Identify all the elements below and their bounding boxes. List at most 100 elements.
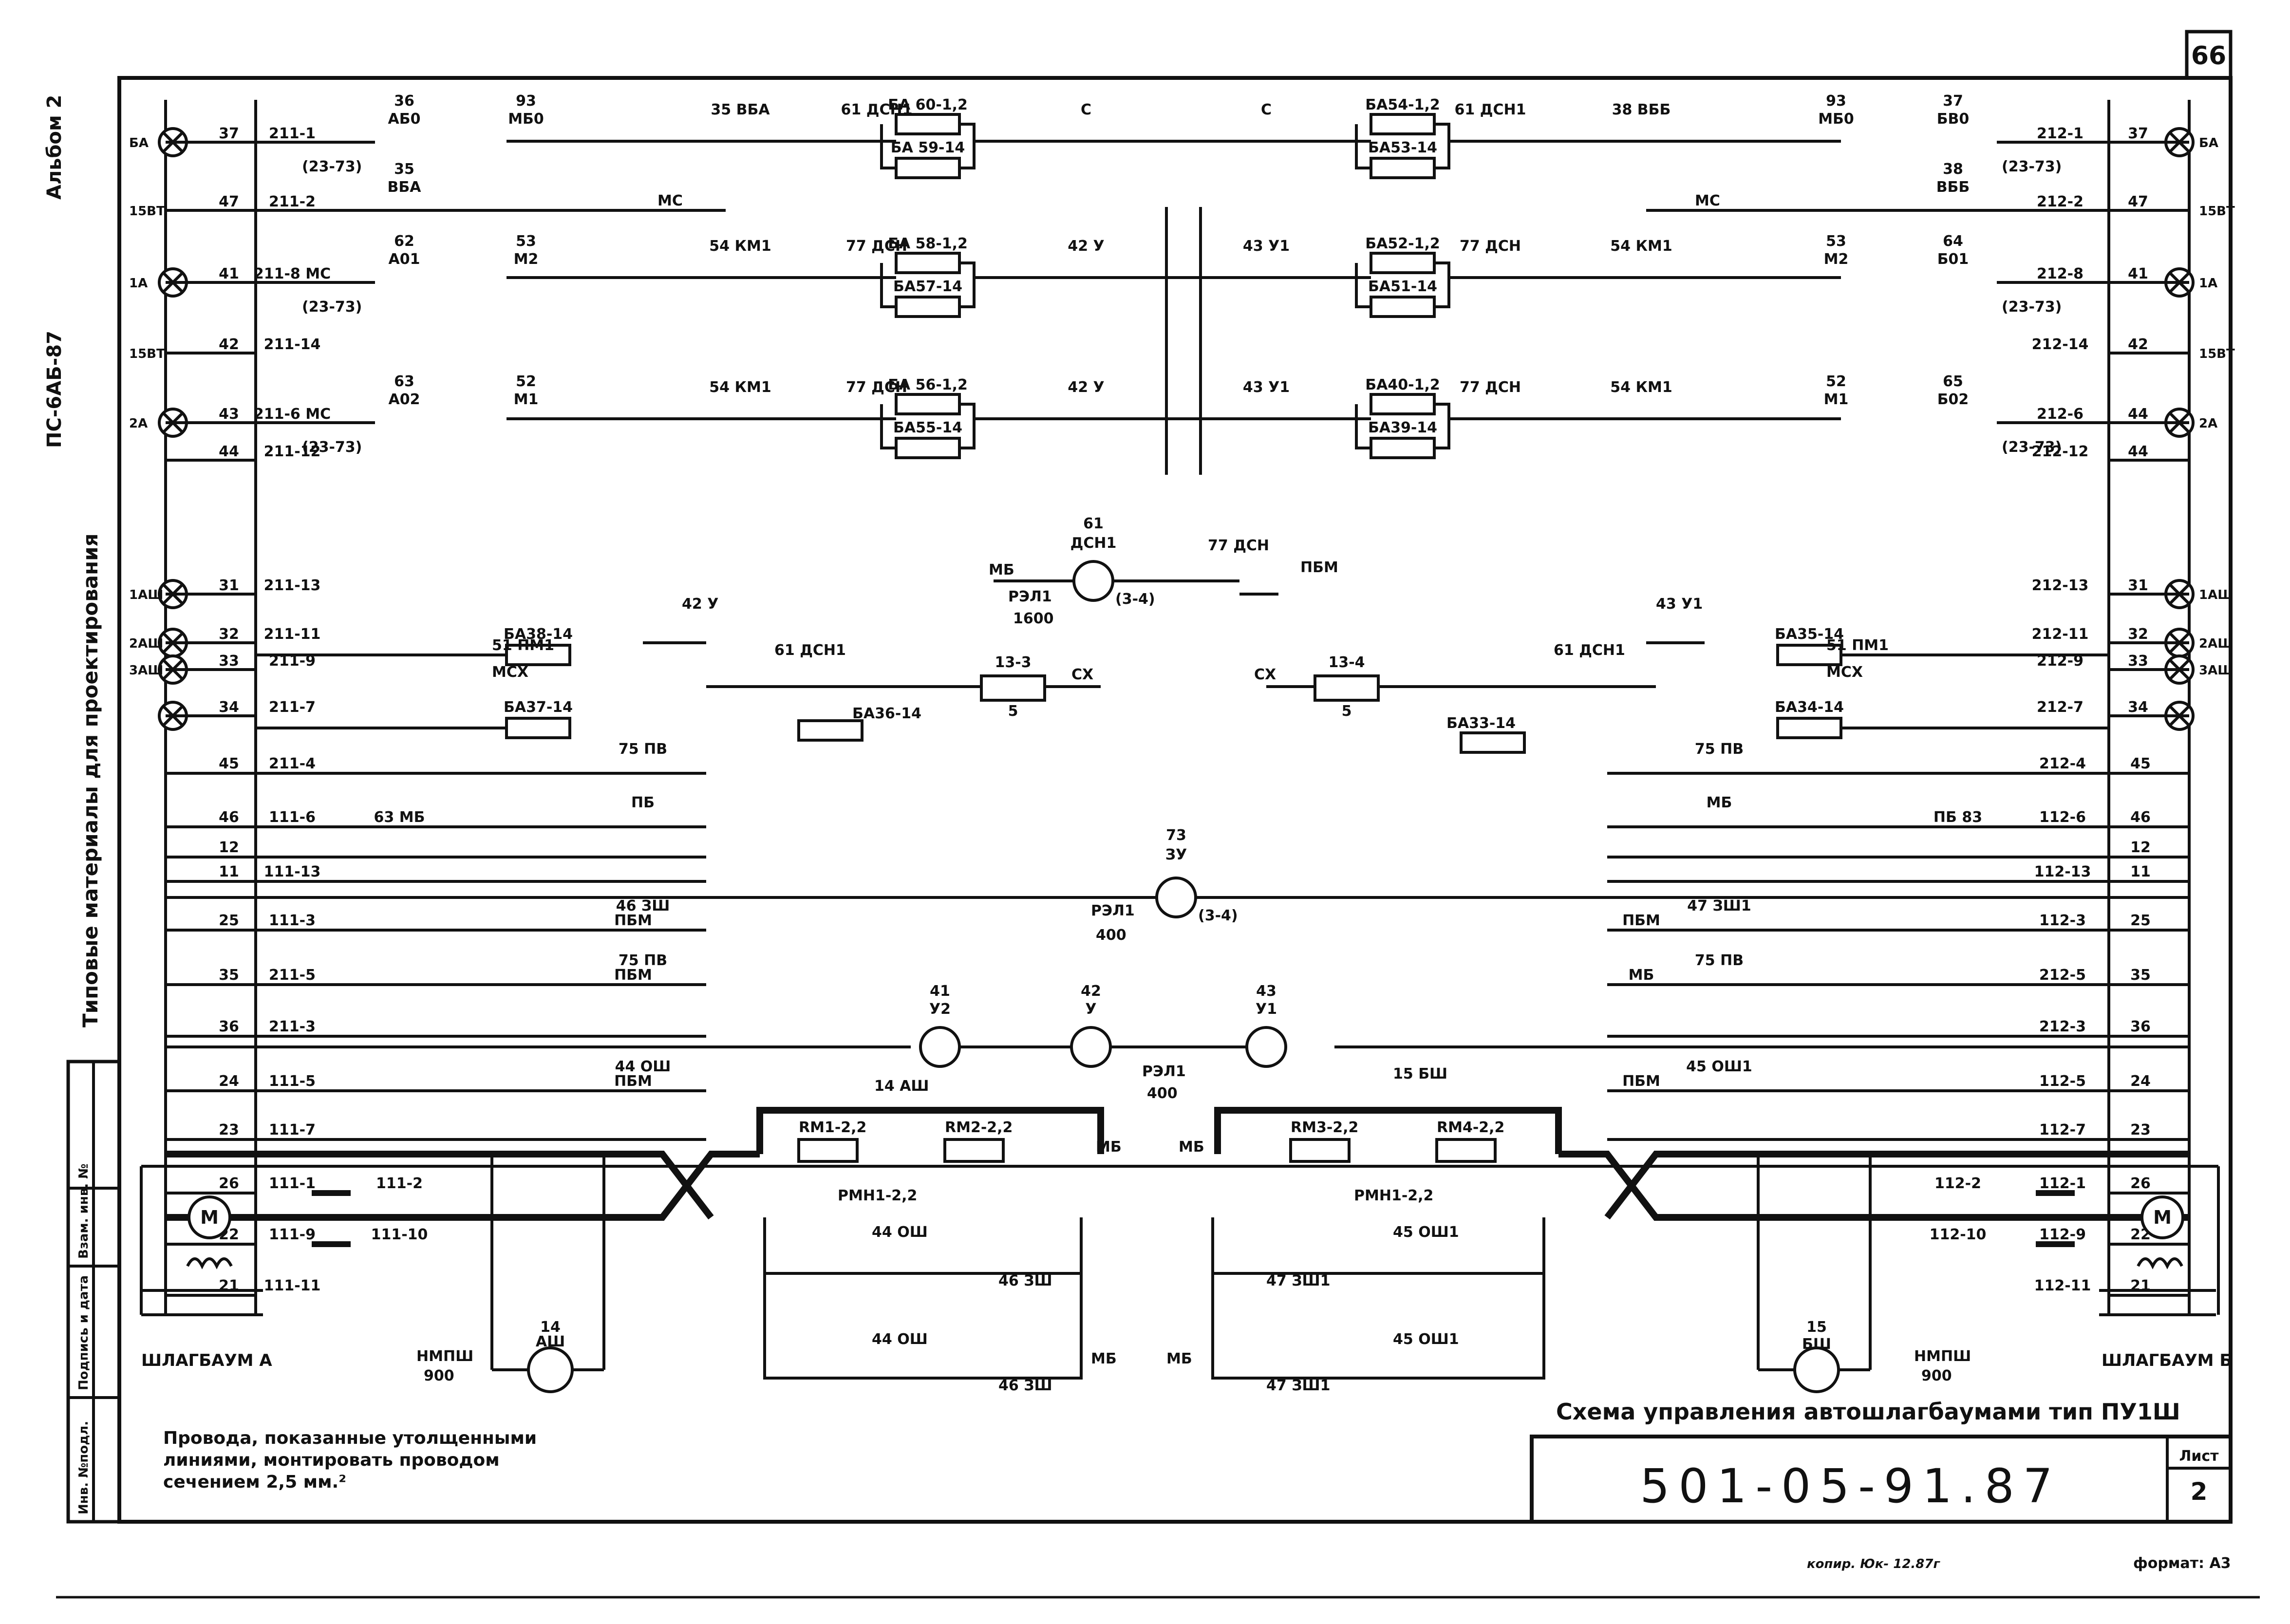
lamp-wire: 211-7	[269, 699, 316, 716]
terminal-wire-label: 111-13	[264, 863, 321, 880]
terminal-extra: ПБ 83	[1933, 809, 1982, 826]
terminal-num: 12	[219, 839, 239, 856]
u42-label: 42 У	[682, 596, 718, 613]
terminal-ref: МБ	[1707, 794, 1732, 811]
title-block	[1530, 1435, 2233, 1524]
bsh-motor-num: 15	[1806, 1319, 1827, 1336]
lamp-wire: 212-1	[2037, 125, 2084, 142]
relay-ba56-label-top: БА 56-1,2	[888, 376, 968, 393]
rm3-label: RM3-2,2	[1291, 1119, 1358, 1136]
rm1-resistor	[797, 1138, 859, 1163]
terminal-bus: ПБМ	[1622, 912, 1660, 929]
ow-left-1: 44 ОШ	[872, 1224, 928, 1241]
ow-right-2: 45 ОШ1	[1393, 1331, 1459, 1348]
u-relay-coil	[919, 1026, 961, 1068]
lamp-terminal: 41	[2128, 265, 2148, 282]
u-relay-coil	[1245, 1026, 1287, 1068]
lamp-side-term: 93	[516, 93, 536, 110]
contact-label: С	[1081, 101, 1091, 118]
lamp-contact: МСХ	[492, 664, 528, 681]
nmpsh-right: НМПШ	[1914, 1348, 1971, 1365]
ow-right-1: 45 ОШ1	[1393, 1224, 1459, 1241]
lamp-bus: МС	[657, 192, 683, 209]
lamp-device-num: 64	[1943, 233, 1963, 250]
terminal-bus: ПБМ	[1622, 1073, 1660, 1090]
lamp-wire: 211-9	[269, 653, 316, 670]
transformer-13-4	[1314, 674, 1380, 702]
rmn-left: РМН1-2,2	[838, 1187, 917, 1204]
barrier-a-label: ШЛАГБАУМ А	[141, 1351, 272, 1370]
contact-label: 54 КМ1	[1610, 238, 1672, 255]
lamp-side-ref: М2	[514, 251, 539, 268]
lamp-terminal: 42	[2128, 336, 2148, 353]
relay-ba56-coil	[895, 393, 961, 415]
lamp-terminal: 47	[219, 193, 239, 210]
contact-label: 77 ДСН	[846, 379, 907, 396]
terminal-num: 11	[219, 863, 239, 880]
lamp-terminal: 33	[219, 653, 239, 670]
lamp-name: 15ВТ	[129, 204, 165, 219]
relay-ba58-label-bot: БА57-14	[893, 278, 962, 295]
terminal-wire-label: 112-5	[2039, 1073, 2086, 1090]
relay-label: БА34-14	[1775, 699, 1844, 716]
zsh-left-2: 46 ЗШ	[998, 1377, 1052, 1394]
lamp-contact: 51 ПМ1	[492, 637, 554, 654]
terminal-num: 36	[2130, 1018, 2151, 1035]
u43-label: 43 У1	[1656, 596, 1703, 613]
tr-right-name: 13-4	[1328, 654, 1365, 671]
lamp-wire: 212-7	[2037, 699, 2084, 716]
lamp-range: (23-73)	[302, 299, 362, 316]
lamp-device-ref: А01	[389, 251, 420, 268]
relay-ba58-coil	[895, 252, 961, 274]
terminal-num: 24	[219, 1073, 239, 1090]
lamp-wire: 212-9	[2037, 653, 2084, 670]
tr-left-dsn: 61 ДСН1	[774, 642, 846, 659]
nmpsh-left-val: 900	[424, 1367, 454, 1384]
terminal-wire-label: 112-3	[2039, 912, 2086, 929]
lamp-name: 2АШ	[2199, 636, 2233, 651]
lamp-terminal: 44	[219, 443, 239, 460]
lamp-wire: 211-8 МС	[254, 265, 331, 282]
ow-left-2: 44 ОШ	[872, 1331, 928, 1348]
contact-label: 77 ДСН	[1460, 238, 1521, 255]
ash-motor-num: 14	[540, 1319, 561, 1336]
lamp-terminal: 37	[219, 125, 239, 142]
lamp-wire: 211-11	[264, 626, 321, 643]
terminal-wire-label: 211-5	[269, 967, 316, 984]
lamp-device-ref: А02	[389, 391, 420, 408]
lamp-device-ref: Б01	[1937, 251, 1969, 268]
terminal-ref: ПБ	[631, 794, 655, 811]
lamp-side-ref: М2	[1824, 251, 1849, 268]
terminal-wire-label: 112-11	[2034, 1277, 2091, 1294]
lamp-wire: 211-12	[264, 443, 321, 460]
relay-ba60-coil-2	[895, 157, 961, 179]
relay-ba60-label-top: БА 60-1,2	[888, 96, 968, 113]
terminal-wire-label: 111-11	[264, 1277, 321, 1294]
terminal-bus: ПБМ	[614, 967, 652, 984]
lamp-terminal: 47	[2128, 193, 2148, 210]
u-relay-ref: У2	[929, 1001, 951, 1018]
terminal-num: 35	[219, 967, 239, 984]
terminal-num: 46	[2130, 809, 2151, 826]
note-line-2: линиями, монтировать проводом	[163, 1450, 500, 1470]
lamp-terminal: 42	[219, 336, 239, 353]
mb-ladder-right: МБ	[1166, 1350, 1192, 1367]
contact-label: С	[1261, 101, 1272, 118]
lamp-terminal: 34	[219, 699, 239, 716]
lamp-terminal: 31	[2128, 577, 2148, 594]
contact-label: 61 ДСН1	[841, 101, 913, 118]
lamp-range: (23-73)	[2002, 439, 2062, 456]
relay-ba40-coil	[1370, 393, 1436, 415]
contact-label: 38 ВББ	[1612, 101, 1671, 118]
tr-left-name: 13-3	[995, 654, 1031, 671]
dsn-bus: ПБМ	[1300, 559, 1338, 576]
zu-val: 400	[1096, 927, 1126, 944]
lamp-range: (23-73)	[2002, 299, 2062, 316]
terminal-extra: 111-2	[376, 1175, 423, 1192]
lamp-wire: 212-8	[2037, 265, 2084, 282]
terminal-ref: 47 ЗШ1	[1687, 897, 1751, 915]
u-relay-ref: У	[1085, 1001, 1096, 1018]
